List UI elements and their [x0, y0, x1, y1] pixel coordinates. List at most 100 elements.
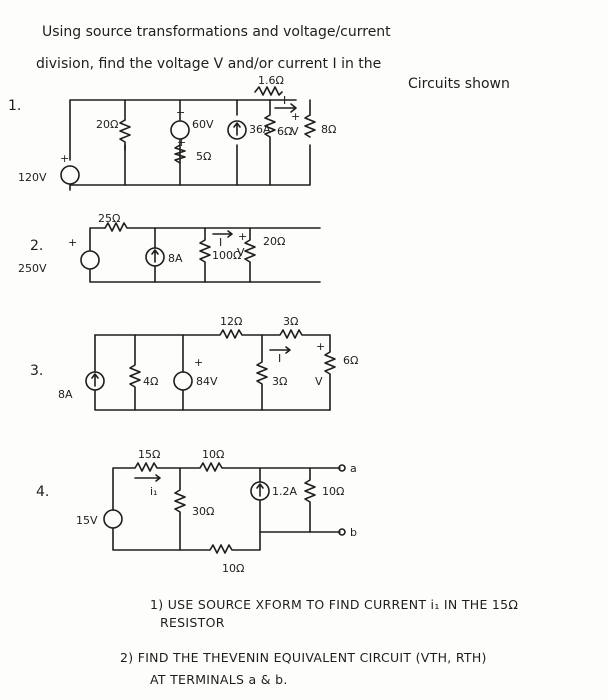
c2-plus: +: [238, 230, 247, 243]
c1-plus-120v: +: [60, 152, 69, 165]
c2-label-25: 25Ω: [98, 212, 120, 225]
c2-resistor-20: [244, 227, 256, 283]
c1-top-wire: [69, 99, 271, 161]
tasks: 1) USE SOURCE XFORM TO FIND CURRENT i₁ I…: [120, 597, 518, 687]
c3-label-I: I: [278, 352, 281, 365]
c1-plus: +: [291, 110, 300, 123]
c3-resistor-4: [129, 334, 141, 411]
c3-plus: +: [316, 340, 325, 353]
header: Using source transformations and voltage…: [36, 24, 510, 92]
c3-label-4: 4Ω: [143, 375, 158, 388]
c1-voltage-source-120: [60, 165, 80, 185]
c3-label-12: 12Ω: [220, 315, 242, 328]
c3-label-8a: 8A: [58, 388, 73, 401]
c1-label-120v: 120V: [18, 171, 47, 184]
c1-label-1.6: 1.6Ω: [258, 74, 284, 87]
c4-resistor-30: [174, 467, 186, 551]
c3-label-3-top: 3Ω: [283, 315, 298, 328]
c3-current-arrow-icon: [269, 346, 291, 354]
c2-wire-bottom: [89, 269, 321, 283]
c2-label-250v: 250V: [18, 262, 47, 275]
c4-label-10-right: 10Ω: [322, 485, 344, 498]
c1-voltage-source-60: [170, 120, 190, 140]
c3-resistor-6: [324, 334, 336, 411]
c3-bottom-wire: [94, 334, 331, 411]
c4-current-source-1.2: [250, 481, 270, 501]
problem-1-number: 1.: [8, 98, 21, 114]
circuit-1: 1. 20Ω 60V 5Ω 36A 1.6Ω 6Ω: [8, 74, 336, 191]
c4-label-1.2a: 1.2A: [272, 485, 297, 498]
c1-resistor-6: [264, 99, 276, 186]
c1-label-36a: 36A: [249, 123, 271, 136]
c2-voltage-source-250: [80, 250, 100, 270]
c1-label-6: 6Ω: [277, 125, 292, 138]
problem-4-number: 4.: [36, 484, 49, 500]
c1-arrow-up-icon: [233, 122, 241, 136]
c1-label-r-left: 20Ω: [96, 118, 118, 131]
c4-label-10-top: 10Ω: [202, 448, 224, 461]
task-2-line-2: AT TERMINALS a & b.: [150, 672, 288, 687]
c1-resistor-20: [119, 119, 131, 151]
c2-label-8a: 8A: [168, 252, 183, 265]
c3-resistor-3-center: [256, 334, 268, 411]
c1-plus-60v: +: [177, 136, 186, 149]
c4-label-i1: i₁: [150, 485, 157, 498]
c2-wire-left: [89, 227, 106, 251]
c4-label-30: 30Ω: [192, 505, 214, 518]
c2-resistor-100: [199, 227, 211, 283]
c2-plus-source: +: [68, 236, 77, 249]
c4-bottom-wire: [112, 527, 341, 554]
c4-terminal-a: [338, 464, 346, 472]
c4-voltage-source-15: [103, 509, 123, 529]
task-1-line-1: 1) USE SOURCE XFORM TO FIND CURRENT i₁ I…: [150, 597, 518, 612]
c2-current-arrow-icon: [212, 230, 233, 238]
c1-resistor-1.6: [254, 86, 283, 96]
c1-current-arrow-icon: [274, 103, 297, 113]
c2-arrow-up-icon: [151, 249, 159, 263]
c4-arrow-up-icon: [256, 483, 264, 497]
c4-top-wire: [112, 462, 341, 511]
c3-current-source-8: [85, 371, 105, 391]
c1-label-I: I: [283, 94, 286, 107]
c4-label-a: a: [350, 462, 357, 475]
c4-current-arrow-icon: [134, 474, 161, 482]
c2-label-V: V: [237, 246, 245, 259]
c3-voltage-source-84: [173, 371, 193, 391]
c1-label-8: 8Ω: [321, 123, 336, 136]
c1-label-5: 5Ω: [196, 150, 211, 163]
c1-label-V: V: [291, 125, 299, 138]
c4-label-15v: 15V: [76, 514, 98, 527]
c1-label-60v: 60V: [192, 118, 214, 131]
c4-terminal-b: [338, 528, 346, 536]
circuit-2: 2. 25Ω 8A 100Ω 20Ω I V + + 250V: [18, 212, 321, 283]
c3-label-V: V: [315, 375, 323, 388]
c3-label-6: 6Ω: [343, 354, 358, 367]
task-2-line-1: 2) FIND THE THEVENIN EQUIVALENT CIRCUIT …: [120, 650, 487, 665]
header-line-3: Circuits shown: [408, 76, 510, 92]
c2-label-20: 20Ω: [263, 235, 285, 248]
c3-arrow-up-icon: [91, 373, 99, 387]
c1-minus: −: [176, 106, 185, 119]
c3-top-wire: [94, 329, 331, 339]
c3-plus-84v: +: [194, 356, 203, 369]
circuit-3: 3. 8A 4Ω 84V + 12Ω 3Ω 3Ω 6Ω I V +: [30, 315, 358, 411]
c2-current-source-8: [145, 247, 165, 267]
c4-label-15: 15Ω: [138, 448, 160, 461]
c2-label-100: 100Ω: [212, 249, 241, 262]
c4-label-b: b: [350, 526, 357, 539]
c4-label-10-bottom: 10Ω: [222, 562, 244, 575]
c1-resistor-8: [304, 114, 316, 138]
problem-3-number: 3.: [30, 363, 43, 379]
c2-label-I: I: [219, 236, 222, 249]
c3-label-84v: 84V: [196, 375, 218, 388]
c1-bottom-wire: [69, 144, 311, 191]
c4-resistor-10-right: [304, 467, 316, 533]
circuit-4: 4. 15Ω 10Ω 30Ω 1.2A 10Ω 10Ω 15V i₁ a b: [36, 448, 357, 575]
c1-resistor-5: [174, 144, 186, 164]
c2-resistor-25: [104, 222, 321, 232]
c3-label-3-center: 3Ω: [272, 375, 287, 388]
c1-current-source-36: [227, 120, 247, 140]
header-line-1: Using source transformations and voltage…: [42, 24, 391, 40]
problem-2-number: 2.: [30, 238, 43, 254]
